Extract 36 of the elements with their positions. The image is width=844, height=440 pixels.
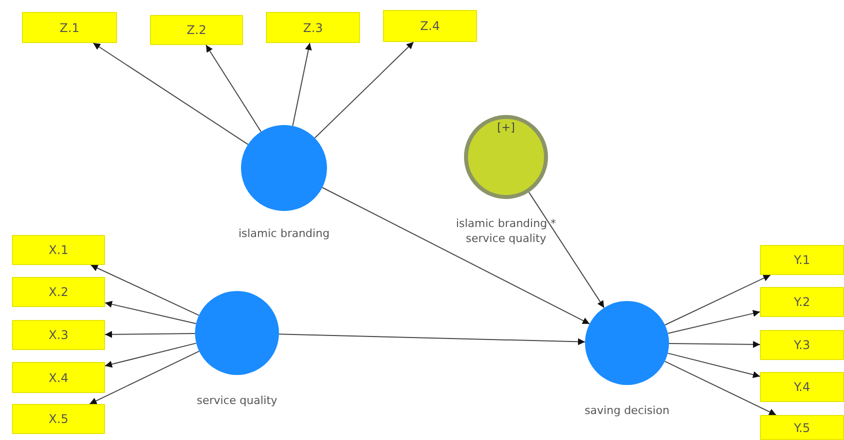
indicator-box: Z.2 xyxy=(150,15,243,45)
construct-label: service quality xyxy=(196,393,278,408)
indicator-box: Y.2 xyxy=(760,287,844,317)
construct-label: islamic branding * service quality xyxy=(454,216,558,246)
indicator-box: Y.1 xyxy=(760,245,844,275)
arrow xyxy=(664,274,771,326)
interaction-marker: [+] xyxy=(497,121,515,134)
arrow xyxy=(104,342,197,368)
indicator-box: Y.5 xyxy=(760,415,844,440)
arrow xyxy=(104,330,196,338)
arrow xyxy=(89,350,200,404)
indicator-box: X.1 xyxy=(12,235,105,265)
arrow xyxy=(292,42,312,126)
arrow xyxy=(206,44,262,132)
arrow xyxy=(667,352,760,378)
arrow xyxy=(528,192,605,308)
construct-label: saving decision xyxy=(584,403,670,418)
indicator-box: Z.1 xyxy=(22,12,117,43)
arrow xyxy=(278,334,586,346)
construct-label: islamic branding xyxy=(237,226,331,241)
arrow xyxy=(664,360,777,416)
indicator-box: X.5 xyxy=(12,404,105,434)
arrow xyxy=(668,340,760,348)
arrow xyxy=(667,310,760,334)
indicator-box: X.2 xyxy=(12,277,105,307)
indicator-box: X.3 xyxy=(12,320,105,350)
indicator-box: Z.3 xyxy=(266,12,360,43)
indicator-box: X.4 xyxy=(12,362,105,393)
arrow xyxy=(314,42,414,138)
arrow xyxy=(92,42,248,145)
arrow xyxy=(322,187,590,324)
arrow xyxy=(104,300,197,324)
arrow xyxy=(90,264,200,316)
indicator-box: Z.4 xyxy=(383,10,477,42)
indicator-box: Y.4 xyxy=(760,372,844,402)
indicator-box: Y.3 xyxy=(760,330,844,360)
